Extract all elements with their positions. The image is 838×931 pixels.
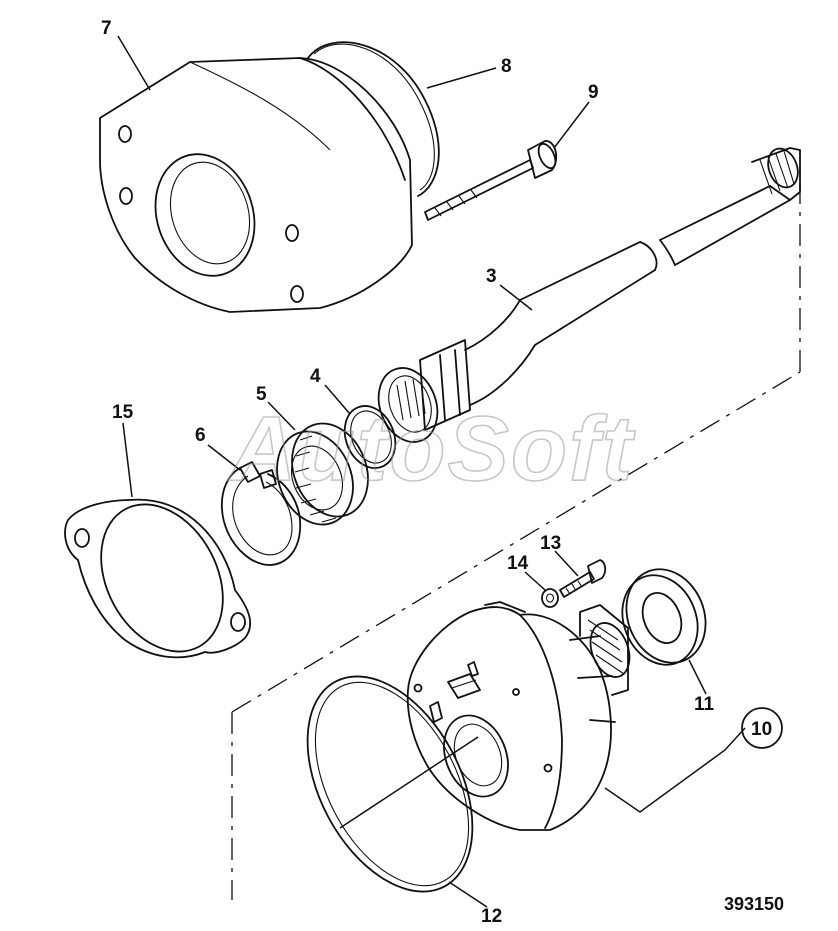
callout-14: 14 — [507, 553, 529, 574]
callout-15: 15 — [112, 402, 134, 423]
axis-line — [339, 736, 479, 829]
callout-8: 8 — [501, 56, 512, 77]
shaft-part-3 — [377, 147, 801, 443]
callout-5: 5 — [256, 384, 267, 405]
housing-part-7 — [99, 57, 413, 313]
callout-labels: 7 8 9 3 4 5 15 6 13 14 11 10 12 — [101, 18, 783, 927]
o-ring-part-8 — [307, 41, 440, 197]
watermark: AutoSoft — [228, 398, 636, 500]
callout-6: 6 — [195, 425, 206, 446]
bolt-part-9 — [424, 140, 558, 221]
drawing-number: 393150 — [724, 894, 784, 914]
ring-part-4 — [343, 405, 397, 469]
callout-4: 4 — [310, 366, 321, 387]
callout-10: 10 — [751, 719, 772, 740]
bolt-part-13 — [559, 559, 607, 598]
pump-part-10 — [406, 601, 631, 831]
callout-3: 3 — [486, 266, 497, 287]
callout-12: 12 — [481, 906, 502, 926]
seal-part-11 — [621, 568, 707, 666]
callout-11: 11 — [694, 694, 715, 715]
washer-part-14 — [541, 588, 559, 608]
snap-ring-part-6 — [220, 461, 301, 566]
bearing-part-5 — [276, 422, 369, 526]
gasket-part-15 — [64, 498, 252, 659]
callout-13: 13 — [540, 533, 561, 554]
callout-9: 9 — [588, 82, 599, 103]
o-ring-part-12 — [306, 675, 479, 893]
assembly-boundary — [231, 158, 801, 900]
leader-lines — [117, 35, 746, 908]
callout-7: 7 — [101, 18, 112, 39]
callout-10-circle — [741, 707, 783, 749]
